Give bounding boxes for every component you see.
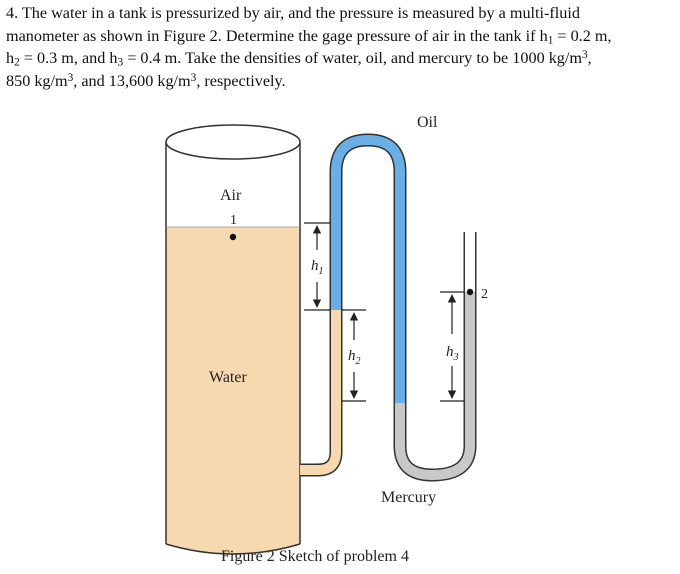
problem-line-3: h2 = 0.3 m, and h3 = 0.4 m. Take the den… — [6, 47, 674, 70]
water-label: Water — [209, 369, 247, 386]
text-run: , — [587, 49, 592, 67]
point-2-label: 2 — [481, 287, 488, 302]
text-run: manometer as shown in Figure 2. Determin… — [6, 26, 548, 45]
text-run: = 0.2 m, — [553, 26, 612, 45]
text-run: 850 kg/m — [6, 71, 68, 90]
h2-label: h2 — [348, 348, 361, 367]
tank-water-region — [166, 227, 300, 544]
text-run: = 0.4 m. Take the densities of water, oi… — [123, 49, 582, 67]
point-1-marker — [229, 233, 237, 241]
subscript: 2 — [14, 56, 20, 69]
air-label: Air — [220, 187, 242, 204]
problem-line-4: 850 kg/m3, and 13,600 kg/m3, respectivel… — [6, 70, 674, 93]
text-run: = 0.3 m, and h — [19, 49, 118, 67]
problem-line-1: 4. The water in a tank is pressurized by… — [6, 4, 580, 22]
superscript: 3 — [582, 48, 588, 61]
oil-fill — [331, 134, 405, 403]
h3-label: h3 — [446, 344, 459, 363]
oil-label: Oil — [417, 114, 438, 131]
oil-tube — [329, 133, 407, 403]
problem-statement: 4. The water in a tank is pressurized by… — [6, 2, 674, 92]
h1-dimension — [304, 222, 330, 311]
point-1-label: 1 — [230, 213, 237, 228]
text-run: , and 13,600 kg/m — [73, 71, 191, 90]
water-fill — [300, 310, 341, 475]
water-tube — [300, 310, 343, 477]
figure-caption: Figure 2 Sketch of problem 4 — [221, 548, 409, 565]
manometer-tube — [300, 133, 477, 482]
tank-top-ellipse — [165, 124, 301, 160]
superscript: 3 — [190, 71, 197, 84]
text-run: , respectively. — [196, 71, 286, 90]
text-run: h — [6, 49, 15, 67]
subscript: 1 — [547, 33, 554, 46]
mercury-fill — [395, 292, 475, 481]
mercury-tube — [393, 292, 477, 482]
problem-line-2: manometer as shown in Figure 2. Determin… — [6, 25, 674, 48]
tank-bottom-curve — [165, 543, 301, 555]
tank — [165, 124, 301, 555]
h3-dimension — [440, 291, 464, 402]
point-2-marker — [466, 288, 474, 296]
superscript: 3 — [67, 71, 74, 84]
h1-label: h1 — [311, 258, 324, 277]
h2-dimension — [342, 309, 366, 402]
subscript: 3 — [117, 56, 124, 69]
mercury-label: Mercury — [381, 489, 436, 506]
